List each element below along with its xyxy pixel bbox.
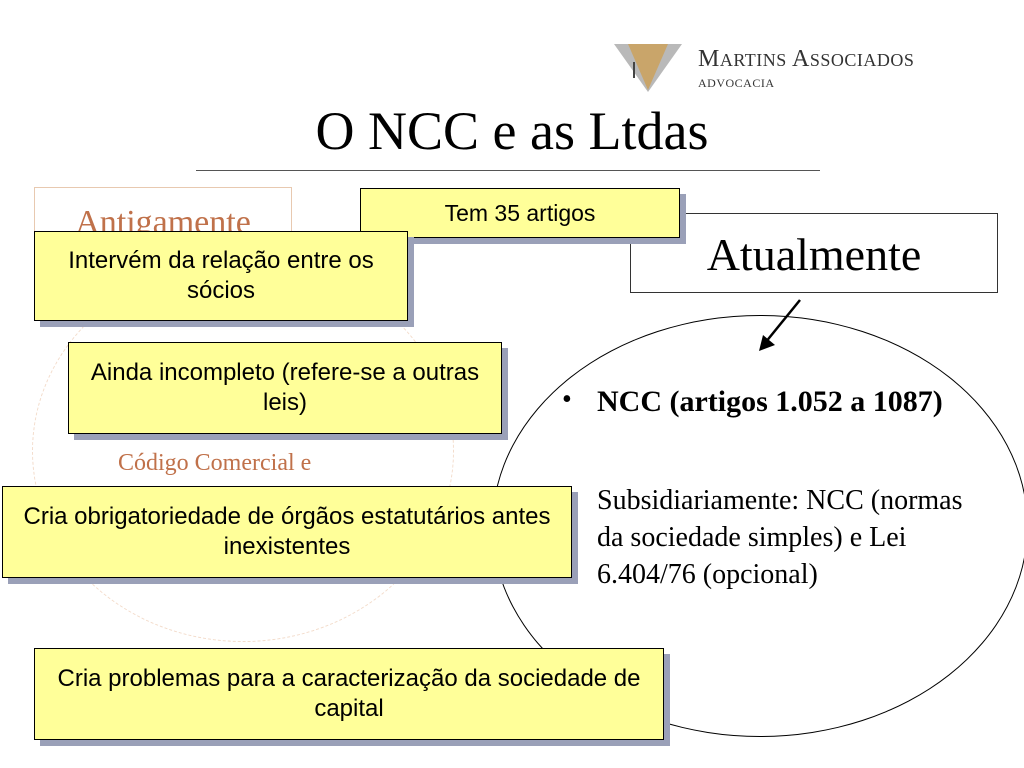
subsidiariamente-text: Subsidiariamente: NCC (normas da socieda… [597,485,963,590]
callout-tem-35-artigos: Tem 35 artigos [360,188,680,238]
callout-orgaos: Cria obrigatoriedade de órgãos estatutár… [2,486,572,578]
bullet-ncc: NCC (artigos 1.052 a 1087) [597,385,943,418]
slide-title: O NCC e as Ltdas [315,101,709,161]
firm-logo: MARTINS ASSOCIADOS ADVOCACIA [612,40,972,100]
logo-name: MARTINS ASSOCIADOS [698,46,915,72]
logo-subtitle: ADVOCACIA [698,76,775,90]
atualmente-box: Atualmente [630,213,998,293]
callout-intervem: Intervém da relação entre os sócios [34,231,408,321]
callout-problemas: Cria problemas para a caracterização da … [34,648,664,740]
codigo-comercial-text: Código Comercial e [118,450,312,476]
title-divider [196,170,820,171]
bullet-icon: • [562,384,572,415]
callout-incompleto: Ainda incompleto (refere-se a outras lei… [68,342,502,434]
arrow-down-left-icon [759,299,801,351]
atualmente-heading: Atualmente [706,229,922,280]
triangle-logo-icon [614,44,682,92]
